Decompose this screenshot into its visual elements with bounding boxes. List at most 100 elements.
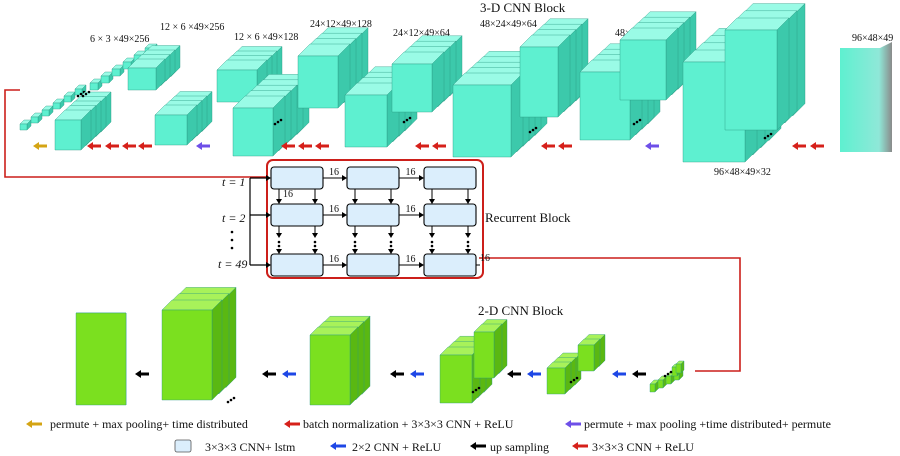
ellipsis-dot: [277, 244, 281, 248]
lstm-cell: [423, 166, 477, 190]
ellipsis-dot: [408, 116, 412, 120]
edge-label: 16: [283, 189, 293, 200]
ellipsis-dot: [531, 128, 535, 132]
upsampling-arrow: [135, 370, 149, 378]
legend-upsampling-arrow: [470, 442, 486, 450]
feature-map-2d: [546, 361, 572, 395]
output-map: [75, 312, 127, 406]
dim-label-2: 12 × 6 ×49×256: [160, 22, 224, 33]
ellipsis-dot: [232, 396, 236, 400]
feature-map: [619, 27, 679, 101]
bn-conv-arrow: [138, 142, 152, 150]
ellipsis-dot: [79, 92, 83, 96]
feature-map-2d: [657, 375, 668, 389]
feature-map: [154, 104, 198, 146]
ellipsis-dot: [575, 376, 579, 380]
conv2d-arrow: [527, 370, 541, 378]
lstm-cell: [423, 253, 477, 277]
hidden-arrowhead: [429, 233, 435, 238]
legend-bn-conv-arrow: [284, 420, 300, 428]
hidden-arrowhead: [465, 249, 471, 254]
bn-conv-arrow: [541, 142, 555, 150]
feature-map-small: [63, 91, 76, 103]
hidden-arrowhead: [465, 233, 471, 238]
dim-label-5: 24×12×49×64: [393, 28, 450, 39]
hidden-arrowhead: [388, 199, 394, 204]
legend-permute-pool-permute-arrow: [565, 420, 581, 428]
ellipsis-dot: [353, 240, 357, 244]
ellipsis-dot: [313, 240, 317, 244]
lstm-cell: [270, 166, 324, 190]
feature-map-small: [100, 71, 114, 84]
hidden-arrowhead: [276, 249, 282, 254]
ellipsis-dot: [226, 400, 230, 404]
lstm-cell: [346, 166, 400, 190]
permute-pool-permute-arrow: [196, 142, 210, 150]
ellipsis-dot: [466, 240, 470, 244]
conv2d-arrow: [410, 370, 424, 378]
upsampling-arrow: [507, 370, 521, 378]
feature-map-small: [41, 105, 54, 117]
edge-label: 16: [329, 254, 339, 265]
ellipsis-dot: [769, 132, 773, 136]
ellipsis-dot: [84, 92, 88, 96]
connector-line: [479, 257, 741, 372]
edge-label: 16: [329, 204, 339, 215]
bn-conv-arrow: [432, 142, 446, 150]
ellipsis-dot: [569, 380, 573, 384]
lstm-cell: [346, 203, 400, 227]
ellipsis-dot: [402, 120, 406, 124]
bn-conv-arrow: [281, 142, 295, 150]
bn-conv-arrow: [415, 142, 429, 150]
feature-map-2d: [161, 299, 223, 401]
ellipsis-dot: [669, 370, 673, 374]
dim-label-9: 96×48×49×32: [714, 167, 771, 178]
cnn3d-title: 3-D CNN Block: [480, 0, 566, 15]
time-input-arrowhead: [266, 212, 271, 218]
hidden-arrowhead: [388, 249, 394, 254]
legend-permute-pool-permute-label: permute + max pooling +time distributed+…: [584, 417, 831, 431]
dim-label-3: 12 × 6 ×49×128: [234, 32, 298, 43]
hidden-arrowhead: [429, 249, 435, 254]
hidden-arrowhead: [352, 199, 358, 204]
legend-permute-pool-label: permute + max pooling+ time distributed: [50, 417, 248, 431]
feature-map-small: [19, 119, 32, 131]
ellipsis-dot: [635, 120, 639, 124]
feature-map: [344, 82, 400, 148]
legend: permute + max pooling+ time distributed …: [50, 417, 831, 454]
feature-map-2d: [649, 379, 660, 393]
feature-map: [54, 109, 92, 151]
upsampling-arrow: [632, 370, 646, 378]
dim-label-4: 24×12×49×128: [310, 19, 372, 30]
upsampling-arrow: [262, 370, 276, 378]
bn-conv-arrow: [315, 142, 329, 150]
ellipsis-dot: [471, 390, 475, 394]
permute-pool-permute-arrow: [645, 142, 659, 150]
bn-conv-arrow: [105, 142, 119, 150]
bn-conv-arrow: [122, 142, 136, 150]
ellipsis-dot: [230, 246, 234, 250]
ellipsis-dot: [389, 244, 393, 248]
legend-conv2d-label: 2×2 CNN + ReLU: [352, 440, 442, 454]
state-arrowhead: [342, 175, 347, 181]
input-volume: [840, 42, 892, 152]
legend-lstm-cell-label: 3×3×3 CNN+ lstm: [205, 440, 296, 454]
permute-pool-arrow: [33, 142, 47, 150]
lstm-cell: [346, 253, 400, 277]
ellipsis-dot: [81, 94, 85, 98]
ellipsis-dot: [766, 134, 770, 138]
bn-conv-arrow: [298, 142, 312, 150]
bn-conv-arrow: [810, 142, 824, 150]
state-arrowhead: [419, 175, 424, 181]
ellipsis-dot: [466, 244, 470, 248]
feature-map: [232, 95, 286, 157]
legend-conv2d-arrow: [330, 442, 346, 450]
hidden-arrowhead: [312, 199, 318, 204]
feature-map-2d: [675, 360, 685, 374]
ellipsis-dot: [230, 230, 234, 234]
state-arrowhead: [419, 212, 424, 218]
hidden-arrowhead: [352, 249, 358, 254]
feature-map-2d: [473, 323, 503, 379]
ellipsis-dot: [430, 240, 434, 244]
lstm-cell: [270, 253, 324, 277]
